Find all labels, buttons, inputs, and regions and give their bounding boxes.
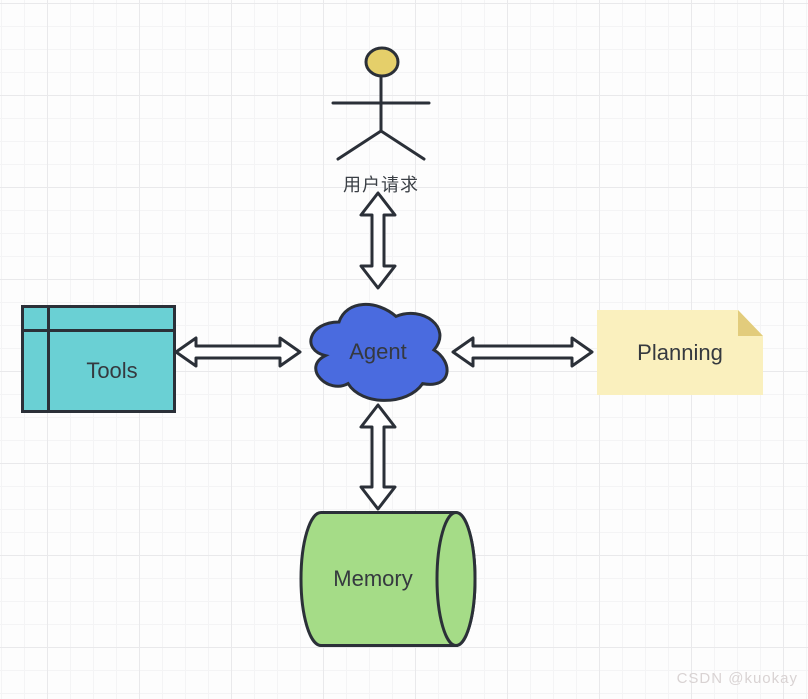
planning-note-shape[interactable] [597,310,763,395]
arrow-tools-agent[interactable] [174,336,302,368]
memory-cylinder-cap [435,511,477,647]
planning-note-body [597,310,763,395]
memory-cylinder-shape[interactable] [299,511,477,647]
agent-cloud-shape[interactable] [309,302,449,402]
actor-right-leg [379,129,426,161]
planning-note-fold [738,310,763,336]
actor-head [364,46,400,78]
actor-left-leg [336,129,383,161]
tools-box [21,305,176,413]
tools-node-shape[interactable] [21,305,176,413]
arrow-agent-planning[interactable] [451,336,594,368]
csdn-watermark: CSDN @kuokay [676,670,798,687]
arrow-user-agent[interactable] [359,191,397,290]
arrow-agent-memory[interactable] [359,403,397,511]
user-actor-shape[interactable] [331,46,431,161]
